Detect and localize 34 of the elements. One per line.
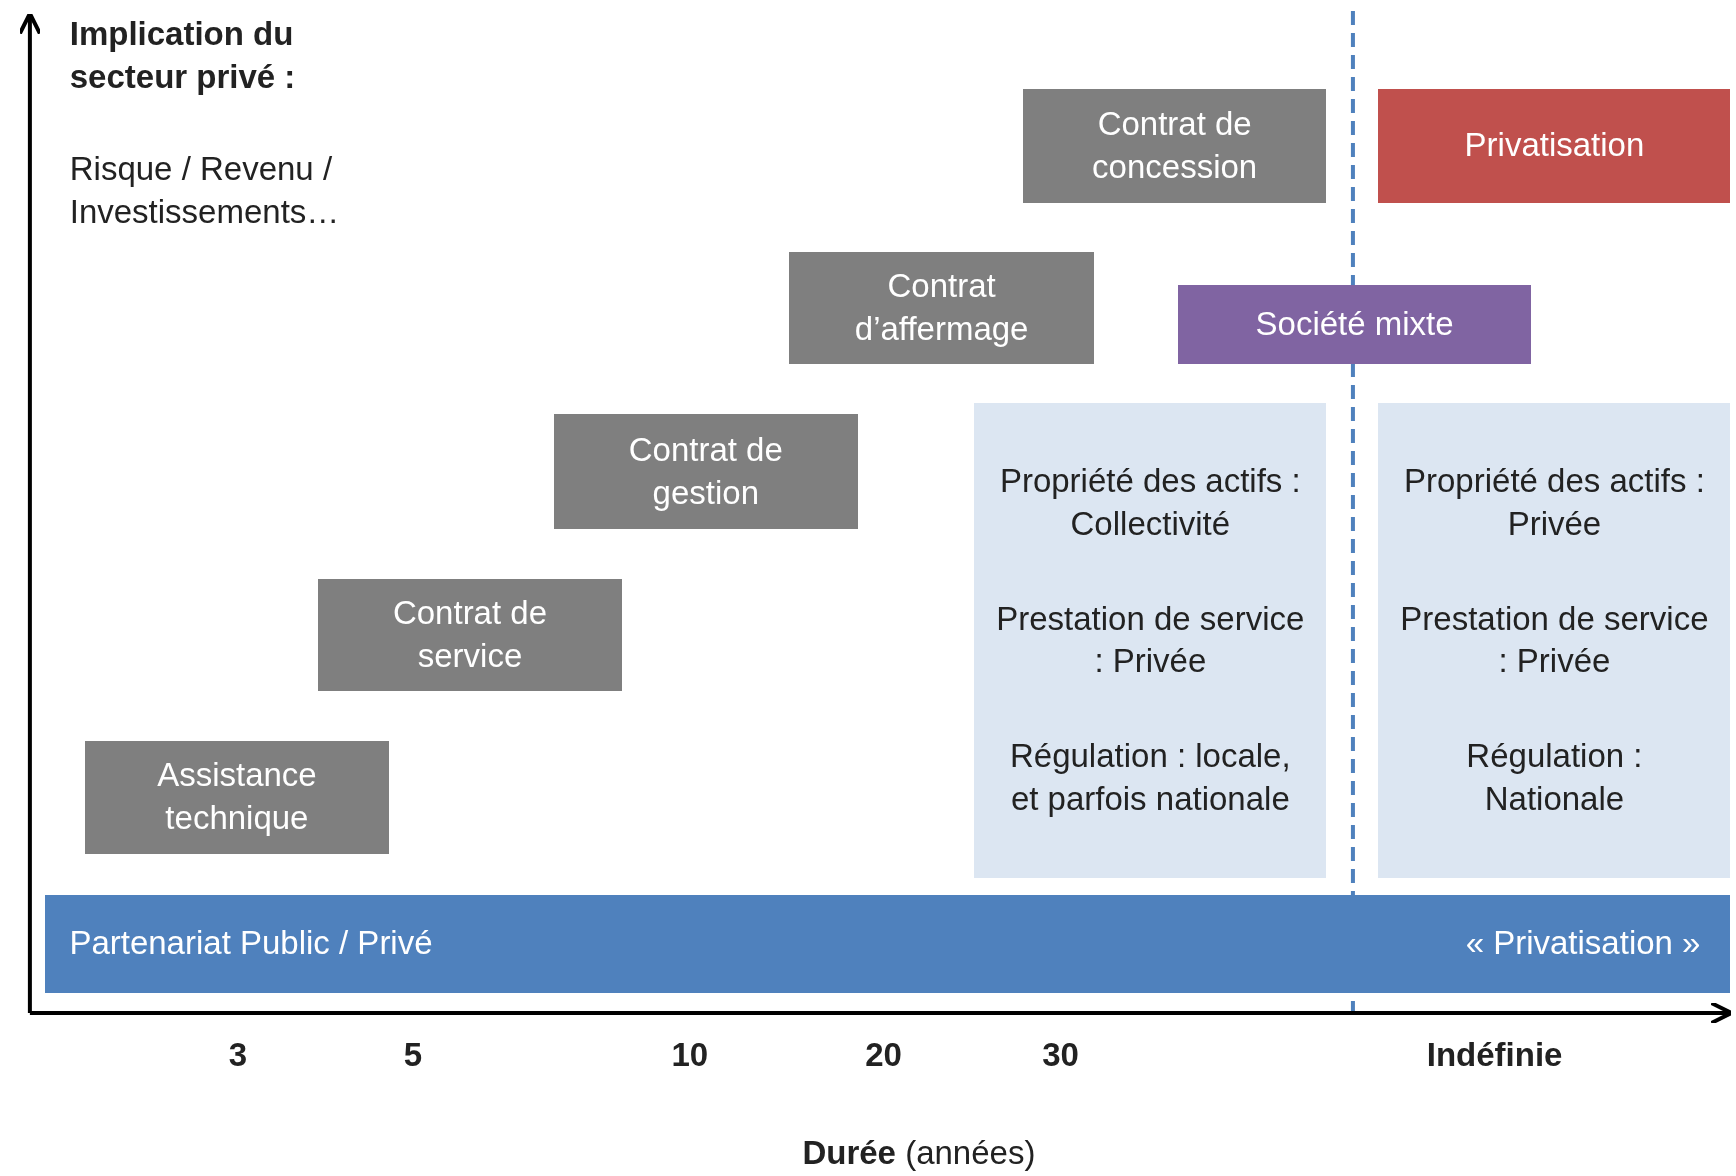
- band-text: Partenariat Public / Privé: [69, 923, 433, 964]
- privatisation-box: [1378, 88, 1731, 203]
- mixed-company-box: [1178, 284, 1532, 365]
- tick-label: 10: [670, 1035, 710, 1076]
- info-panel: [974, 403, 1327, 878]
- box-text: Contrat d’affermage: [853, 266, 1030, 350]
- axis-title: Implication du secteur privé :: [69, 14, 297, 98]
- box-text: Assistance technique: [156, 755, 318, 839]
- tick-label: 20: [864, 1035, 903, 1076]
- info-panel: [1378, 403, 1731, 878]
- box-text: Société mixte: [1255, 303, 1454, 344]
- partnership-band: [45, 894, 1731, 994]
- panel-text: Régulation : locale, et parfois nationale: [1008, 735, 1292, 819]
- tick-label: 5: [402, 1035, 424, 1076]
- contract-box: [553, 414, 858, 530]
- axis-title: Durée (années): [801, 1132, 1037, 1173]
- panel-text: Prestation de service : Privée: [995, 598, 1306, 682]
- tick-label: 3: [227, 1035, 249, 1076]
- box-text: Privatisation: [1464, 125, 1645, 166]
- panel-text: Prestation de service : Privée: [1399, 598, 1710, 682]
- box-text: Contrat de concession: [1091, 103, 1259, 187]
- panel-text: Propriété des actifs : Privée: [1403, 461, 1706, 545]
- contract-box: [85, 740, 389, 854]
- box-text: Contrat de gestion: [627, 429, 784, 513]
- tick-label: Indéfinie: [1425, 1035, 1564, 1076]
- contract-box: [317, 579, 623, 691]
- axis-subtitle: Risque / Revenu / Investissements…: [69, 149, 341, 233]
- box-text: Contrat de service: [391, 593, 548, 676]
- tick-label: 30: [1041, 1035, 1080, 1076]
- band-text: « Privatisation »: [1465, 923, 1701, 964]
- contract-box: [1023, 88, 1327, 203]
- contract-box: [789, 252, 1094, 365]
- panel-text: Propriété des actifs : Collectivité: [998, 461, 1302, 545]
- panel-text: Régulation : Nationale: [1465, 735, 1644, 819]
